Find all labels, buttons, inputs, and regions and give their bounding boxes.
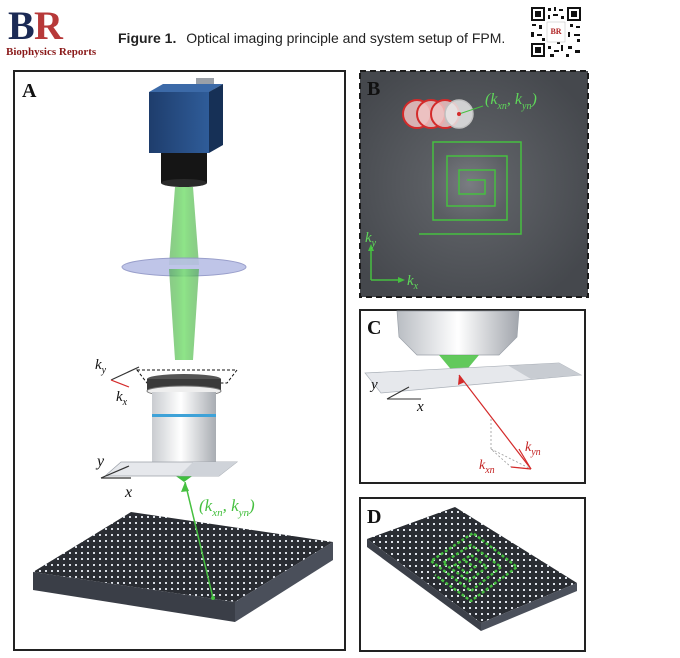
- qr-badge: BR: [550, 27, 561, 36]
- panel-a-label: A: [22, 80, 37, 102]
- journal-logo: B R Biophysics Reports: [6, 6, 106, 58]
- panel-a-x-label: x: [124, 484, 132, 501]
- panel-b-ky-label: ky: [365, 230, 377, 249]
- svg-text:R: R: [34, 6, 64, 46]
- figure-label: Figure 1.: [118, 30, 177, 46]
- panel-a-wave-vector: (kxn, kyn): [199, 496, 255, 519]
- br-logo-icon: B R: [8, 6, 64, 46]
- panel-c-label: C: [367, 317, 381, 339]
- panel-a-y-label: y: [95, 453, 105, 470]
- led-array-icon: [33, 512, 333, 622]
- panel-c-kyn-label: kyn: [525, 440, 541, 458]
- fourier-plane: [135, 369, 239, 384]
- spiral-scan-path: [419, 141, 522, 235]
- panel-b-wave-vector: (kxn, kyn): [485, 91, 537, 112]
- camera-icon: [149, 78, 223, 187]
- journal-name: Biophysics Reports: [6, 46, 97, 58]
- panel-a-setup: A ky kx y x (k: [13, 70, 346, 651]
- pupil-circles: [402, 99, 474, 129]
- panel-c-kxn-label: kxn: [479, 458, 495, 476]
- panel-b-label: B: [367, 78, 380, 100]
- figure-caption: Optical imaging principle and system set…: [186, 30, 506, 46]
- panel-b-kx-label: kx: [407, 273, 419, 292]
- panel-c-illumination: C y x kyn kxn: [359, 309, 586, 484]
- panel-a-kx-label: kx: [116, 389, 128, 408]
- panel-c-x-label: x: [416, 399, 424, 415]
- panel-c-y-label: y: [369, 377, 378, 393]
- panel-d-led-scan: D: [359, 497, 586, 652]
- svg-text:B: B: [8, 6, 35, 46]
- panel-b-fourier-space: B (kxn, kyn) ky kx: [359, 70, 589, 298]
- panel-d-label: D: [367, 506, 381, 528]
- qr-code-icon: BR: [530, 6, 582, 58]
- led-spiral-path: [428, 531, 520, 603]
- figure-title: Figure 1. Optical imaging principle and …: [118, 30, 505, 46]
- panel-a-ky-label: ky: [95, 357, 107, 376]
